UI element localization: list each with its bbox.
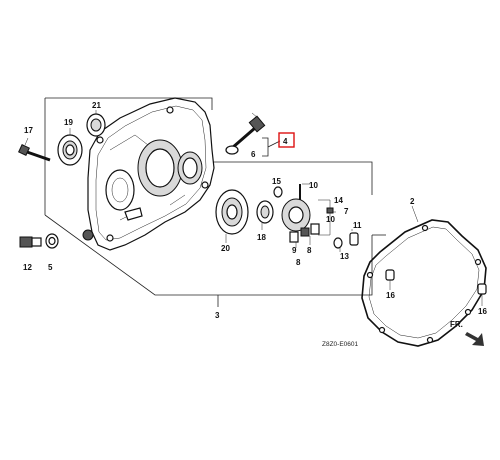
part-number-10: 10 [326,215,335,224]
part-number-18: 18 [257,233,266,242]
group-bracket-lower [44,214,373,296]
bolt-hole [106,234,114,242]
part-number-14: 14 [334,196,343,205]
part-number-16: 16 [478,307,487,316]
part-number-19: 19 [64,118,73,127]
drain-plug-12 [19,236,42,248]
dowel-pin-16-right [477,283,487,295]
seal-18 [256,200,274,224]
part-number-4: 4 [283,137,288,146]
oil-sensor-assembly [225,115,266,155]
governor-assembly [281,184,320,243]
bearing-20 [215,189,249,235]
bolt-hole [166,106,174,114]
part-number-17: 17 [24,126,33,135]
part-number-7: 7 [344,207,349,216]
highlight-box [278,132,295,148]
part-number-13: 13 [340,252,349,261]
part-number-12: 12 [23,263,32,272]
part-number-8: 8 [307,246,312,255]
dowel-pin-16-left [385,269,395,281]
part-number-5: 5 [48,263,53,272]
bracket-4 [262,137,269,157]
diagram-code: Z8Z0-E0601 [322,341,359,348]
bolt-hole [201,181,209,189]
part-number-16: 16 [386,291,395,300]
part-number-11: 11 [353,221,362,230]
part-number-9: 9 [292,246,297,255]
bolt-17 [18,144,51,162]
part-number-6: 6 [251,150,256,159]
crankshaft-bore [145,148,175,188]
bolt-hole [96,136,104,144]
side-cover-casting [82,97,215,251]
bracket-7 [318,199,331,236]
drain-boss [82,229,94,241]
bolt-14 [326,207,334,214]
part-number-10: 10 [309,181,318,190]
part-number-20: 20 [221,244,230,253]
oil-seal-21 [86,113,106,137]
bearing-seat [105,169,135,211]
pin-11 [349,232,359,246]
group-bracket-right [212,161,373,195]
washer-15 [273,186,283,198]
part-number-2: 2 [410,197,415,206]
part-number-3: 3 [215,311,220,320]
front-direction-arrow: FR. [450,320,484,346]
group-bracket-main [45,97,213,110]
part-number-8: 8 [296,258,301,267]
part-number-15: 15 [272,177,281,186]
washer-5 [45,233,59,249]
camshaft-bore [182,157,198,179]
front-label: FR. [450,320,463,329]
gasket-2 [361,219,487,347]
washer-13 [333,237,343,249]
bearing-19 [57,134,83,166]
leader-4 [267,140,281,148]
part-number-21: 21 [92,101,101,110]
